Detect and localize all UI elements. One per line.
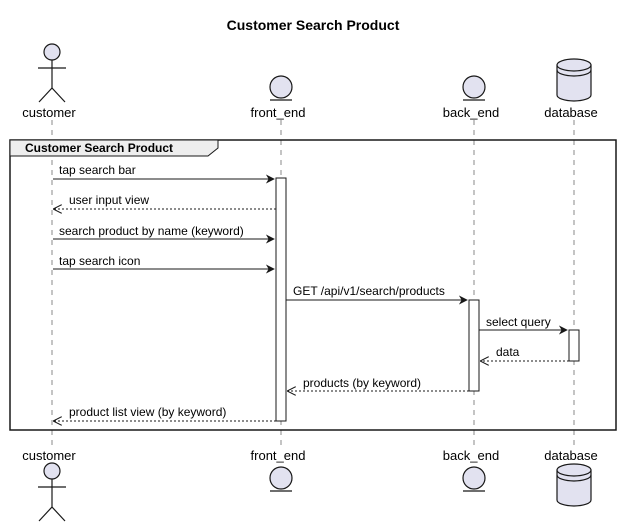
message-5: GET /api/v1/search/products	[286, 284, 468, 305]
participant-front-end-bottom: front_end	[251, 448, 306, 492]
participant-label: back_end	[443, 448, 499, 463]
message-label: data	[496, 345, 520, 359]
participant-label: front_end	[251, 448, 306, 463]
activation-back-end	[468, 299, 480, 392]
group-frame: Customer Search Product	[9, 139, 617, 431]
message-label: tap search bar	[59, 163, 136, 177]
database-icon	[556, 463, 592, 507]
message-2: user input view	[54, 193, 276, 209]
database-icon	[556, 58, 592, 102]
participant-customer-top: customer	[22, 43, 76, 120]
message-4: tap search icon	[53, 254, 275, 274]
entity-icon	[462, 466, 486, 492]
message-label: user input view	[69, 193, 149, 207]
participant-back-end-bottom: back_end	[443, 448, 499, 492]
message-1: tap search bar	[53, 163, 275, 184]
message-label: products (by keyword)	[303, 376, 421, 390]
participant-label: front_end	[251, 105, 306, 120]
actor-icon	[38, 462, 66, 522]
message-label: select query	[486, 315, 551, 329]
entity-icon	[269, 466, 293, 492]
participant-database-top: database	[544, 58, 598, 120]
participant-label: customer	[22, 105, 76, 120]
message-6: select query	[479, 315, 568, 335]
participant-customer-bottom: customer	[22, 448, 76, 522]
group-label: Customer Search Product	[25, 141, 173, 155]
participant-label: customer	[22, 448, 76, 463]
participant-label: database	[544, 448, 598, 463]
message-label: tap search icon	[59, 254, 140, 268]
participant-back-end-top: back_end	[443, 75, 499, 120]
activation-front-end	[275, 177, 287, 422]
message-9: product list view (by keyword)	[54, 405, 276, 421]
diagram-title: Customer Search Product	[227, 17, 400, 33]
message-label: search product by name (keyword)	[59, 224, 244, 238]
message-3: search product by name (keyword)	[53, 224, 275, 244]
message-label: GET /api/v1/search/products	[293, 284, 445, 298]
participant-label: database	[544, 105, 598, 120]
entity-icon	[269, 75, 293, 101]
participant-front-end-top: front_end	[251, 75, 306, 120]
message-7: data	[481, 345, 569, 361]
entity-icon	[462, 75, 486, 101]
participant-database-bottom: database	[544, 448, 598, 507]
participant-label: back_end	[443, 105, 499, 120]
actor-icon	[38, 43, 66, 103]
message-label: product list view (by keyword)	[69, 405, 226, 419]
message-8: products (by keyword)	[288, 376, 469, 391]
activation-database	[568, 329, 580, 362]
